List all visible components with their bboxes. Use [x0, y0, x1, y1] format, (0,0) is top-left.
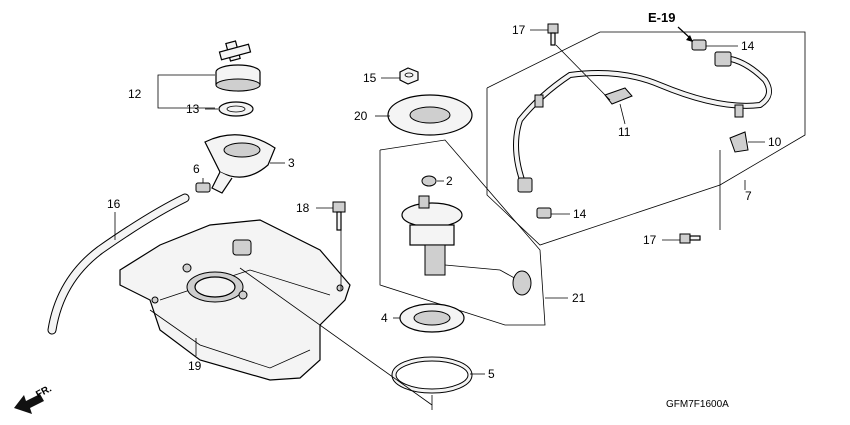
filler-neck — [204, 134, 276, 194]
clamp-11 — [604, 87, 633, 105]
bolt-17-bottom — [679, 233, 701, 244]
reference-arrow — [677, 26, 691, 39]
gasket-13 — [218, 101, 254, 117]
bracket-7 — [486, 31, 806, 246]
callout-20: 20 — [354, 109, 368, 123]
fuel-hose — [513, 51, 772, 193]
callout-19: 19 — [188, 359, 202, 373]
pump-plate — [387, 94, 473, 136]
bracket-12 — [157, 74, 215, 109]
leader-tank-ring — [239, 267, 433, 406]
callout-18: 18 — [296, 201, 310, 215]
pump-seal — [399, 303, 465, 333]
front-arrow-icon — [14, 394, 44, 414]
bracket-21 — [379, 139, 546, 326]
callout-21: 21 — [572, 291, 586, 305]
callout-3: 3 — [288, 156, 295, 170]
fuel-tank — [119, 219, 351, 381]
clip-14-top — [691, 39, 707, 51]
callout-17-top: 17 — [512, 23, 526, 37]
lock-ring — [391, 356, 473, 394]
callout-15: 15 — [363, 71, 377, 85]
reference-label: E-19 — [648, 10, 675, 25]
callout-14-top: 14 — [741, 39, 755, 53]
callout-17-bottom: 17 — [643, 233, 657, 247]
clip-14-bottom — [536, 207, 552, 219]
callout-2: 2 — [446, 174, 453, 188]
callout-10: 10 — [768, 135, 782, 149]
callout-16: 16 — [107, 197, 121, 211]
callout-leaders — [114, 29, 765, 375]
callout-6: 6 — [193, 162, 200, 176]
callout-14-bottom: 14 — [573, 207, 587, 221]
clamp-10 — [729, 131, 749, 153]
front-label: FR. — [34, 383, 54, 400]
callout-11: 11 — [618, 125, 631, 139]
bolt-18 — [332, 201, 346, 231]
callout-12: 12 — [128, 87, 142, 101]
callout-5: 5 — [488, 367, 495, 381]
nut-15 — [399, 67, 419, 85]
bolt-17-top — [547, 23, 559, 46]
callout-7: 7 — [745, 189, 752, 203]
callout-4: 4 — [381, 311, 388, 325]
breather-hose — [47, 193, 190, 335]
callouts: 2 3 4 5 6 7 10 11 12 13 14 14 15 16 17 1… — [107, 23, 782, 381]
fuel-pump — [401, 195, 532, 296]
clip-2 — [421, 175, 437, 187]
hose-clip-6 — [195, 182, 211, 193]
drawing-code: GFM7F1600A — [666, 399, 729, 410]
fuel-cap — [215, 40, 261, 92]
callout-13: 13 — [186, 102, 200, 116]
